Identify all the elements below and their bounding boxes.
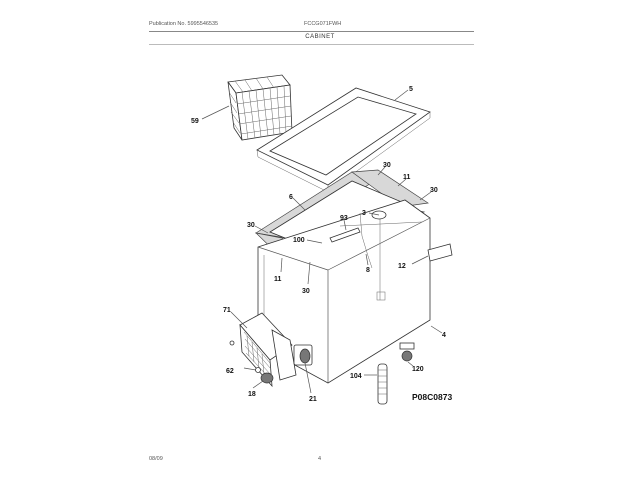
callouts: 59 5 30 11 30 6 3 93 30 100 12 11 30 8 7… — [191, 86, 452, 403]
publication-number: Publication No. 5995546535 — [149, 21, 219, 27]
callout-8: 8 — [366, 267, 370, 274]
callout-11: 11 — [274, 276, 282, 283]
footer-date: 08/09 — [149, 456, 163, 462]
header-rule — [149, 31, 474, 32]
callout-59: 59 — [191, 118, 199, 125]
callout-93: 93 — [340, 215, 348, 222]
small-screw — [229, 340, 235, 346]
callout-120: 120 — [412, 366, 424, 373]
figure-code: P08C0873 — [412, 392, 452, 402]
callout-62: 62 — [226, 368, 234, 375]
cabinet-handle — [427, 243, 453, 262]
callout-4: 4 — [442, 332, 446, 339]
screw — [243, 367, 261, 373]
callout-11: 11 — [403, 174, 411, 181]
control-knob — [293, 344, 313, 366]
callout-30: 30 — [247, 222, 255, 229]
callout-71: 71 — [223, 307, 231, 314]
leader-lines — [201, 89, 443, 394]
callout-30: 30 — [383, 162, 391, 169]
callout-30: 30 — [430, 187, 438, 194]
title-rule — [149, 44, 474, 45]
wire-basket — [227, 74, 293, 141]
callout-12: 12 — [398, 263, 406, 270]
callout-5: 5 — [409, 86, 413, 93]
callout-6: 6 — [289, 194, 293, 201]
compressor-grille — [239, 312, 297, 388]
callout-18: 18 — [248, 391, 256, 398]
caster — [399, 342, 415, 362]
callout-21: 21 — [309, 396, 317, 403]
footer-page-number: 4 — [318, 456, 322, 462]
drain-plug — [260, 372, 274, 384]
drain-hose — [377, 363, 388, 405]
callout-3: 3 — [362, 210, 366, 217]
lid-gasket — [256, 87, 431, 193]
section-title: CABINET — [305, 34, 335, 40]
callout-30: 30 — [302, 288, 310, 295]
callout-100: 100 — [293, 237, 305, 244]
callout-104: 104 — [350, 373, 362, 380]
model-number: FCCG071FWH — [304, 21, 342, 27]
